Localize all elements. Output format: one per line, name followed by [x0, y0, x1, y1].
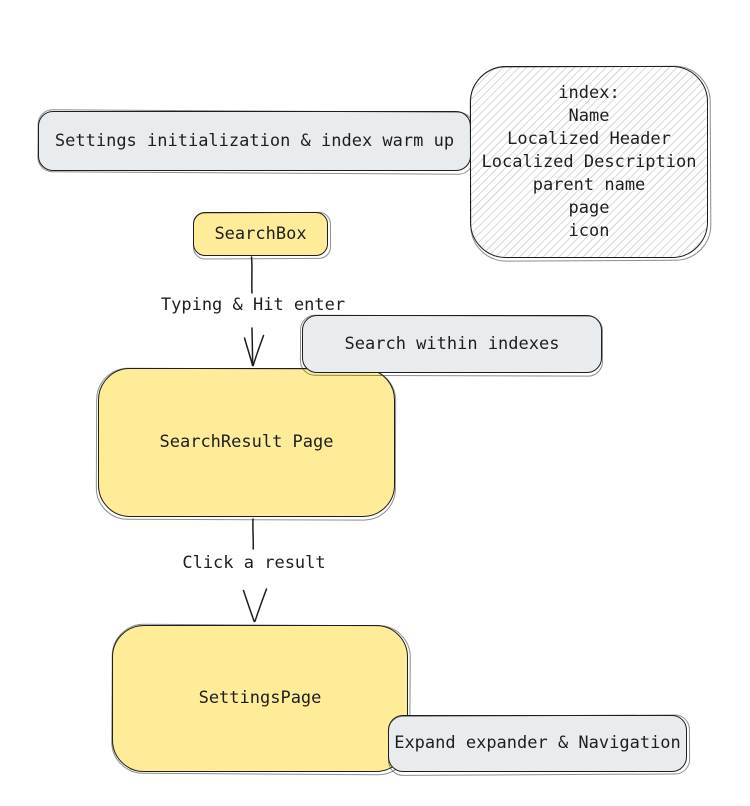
note-line: Localized Description	[481, 151, 697, 172]
node-settings-initialization-label: Settings initialization & index warm up	[54, 130, 455, 151]
node-search-within-indexes: Search within indexes	[302, 315, 602, 373]
node-index-fields-note-text: index: Name Localized Header Localized D…	[482, 82, 697, 243]
node-index-fields-note: index: Name Localized Header Localized D…	[470, 66, 708, 258]
node-settings-initialization: Settings initialization & index warm up	[38, 111, 471, 171]
node-expand-expander-navigation-label: Expand expander & Navigation	[394, 733, 681, 754]
edge-label-click-a-result: Click a result	[182, 553, 326, 573]
note-line: parent name	[532, 174, 646, 195]
edge-label-typing-hit-enter: Typing & Hit enter	[160, 295, 346, 315]
node-searchbox-label: SearchBox	[214, 223, 307, 244]
note-line: Name	[568, 105, 610, 126]
node-search-within-indexes-label: Search within indexes	[344, 333, 560, 354]
note-line: icon	[568, 220, 610, 241]
node-settingspage-label: SettingsPage	[198, 688, 322, 709]
node-searchresult-page: SearchResult Page	[98, 368, 395, 517]
node-settingspage: SettingsPage	[112, 625, 408, 772]
note-line: index:	[558, 82, 620, 103]
node-searchresult-page-label: SearchResult Page	[159, 432, 334, 453]
node-searchbox: SearchBox	[193, 212, 328, 256]
note-line: Localized Header	[507, 128, 671, 149]
node-expand-expander-navigation: Expand expander & Navigation	[388, 715, 687, 772]
note-line: page	[568, 197, 610, 218]
